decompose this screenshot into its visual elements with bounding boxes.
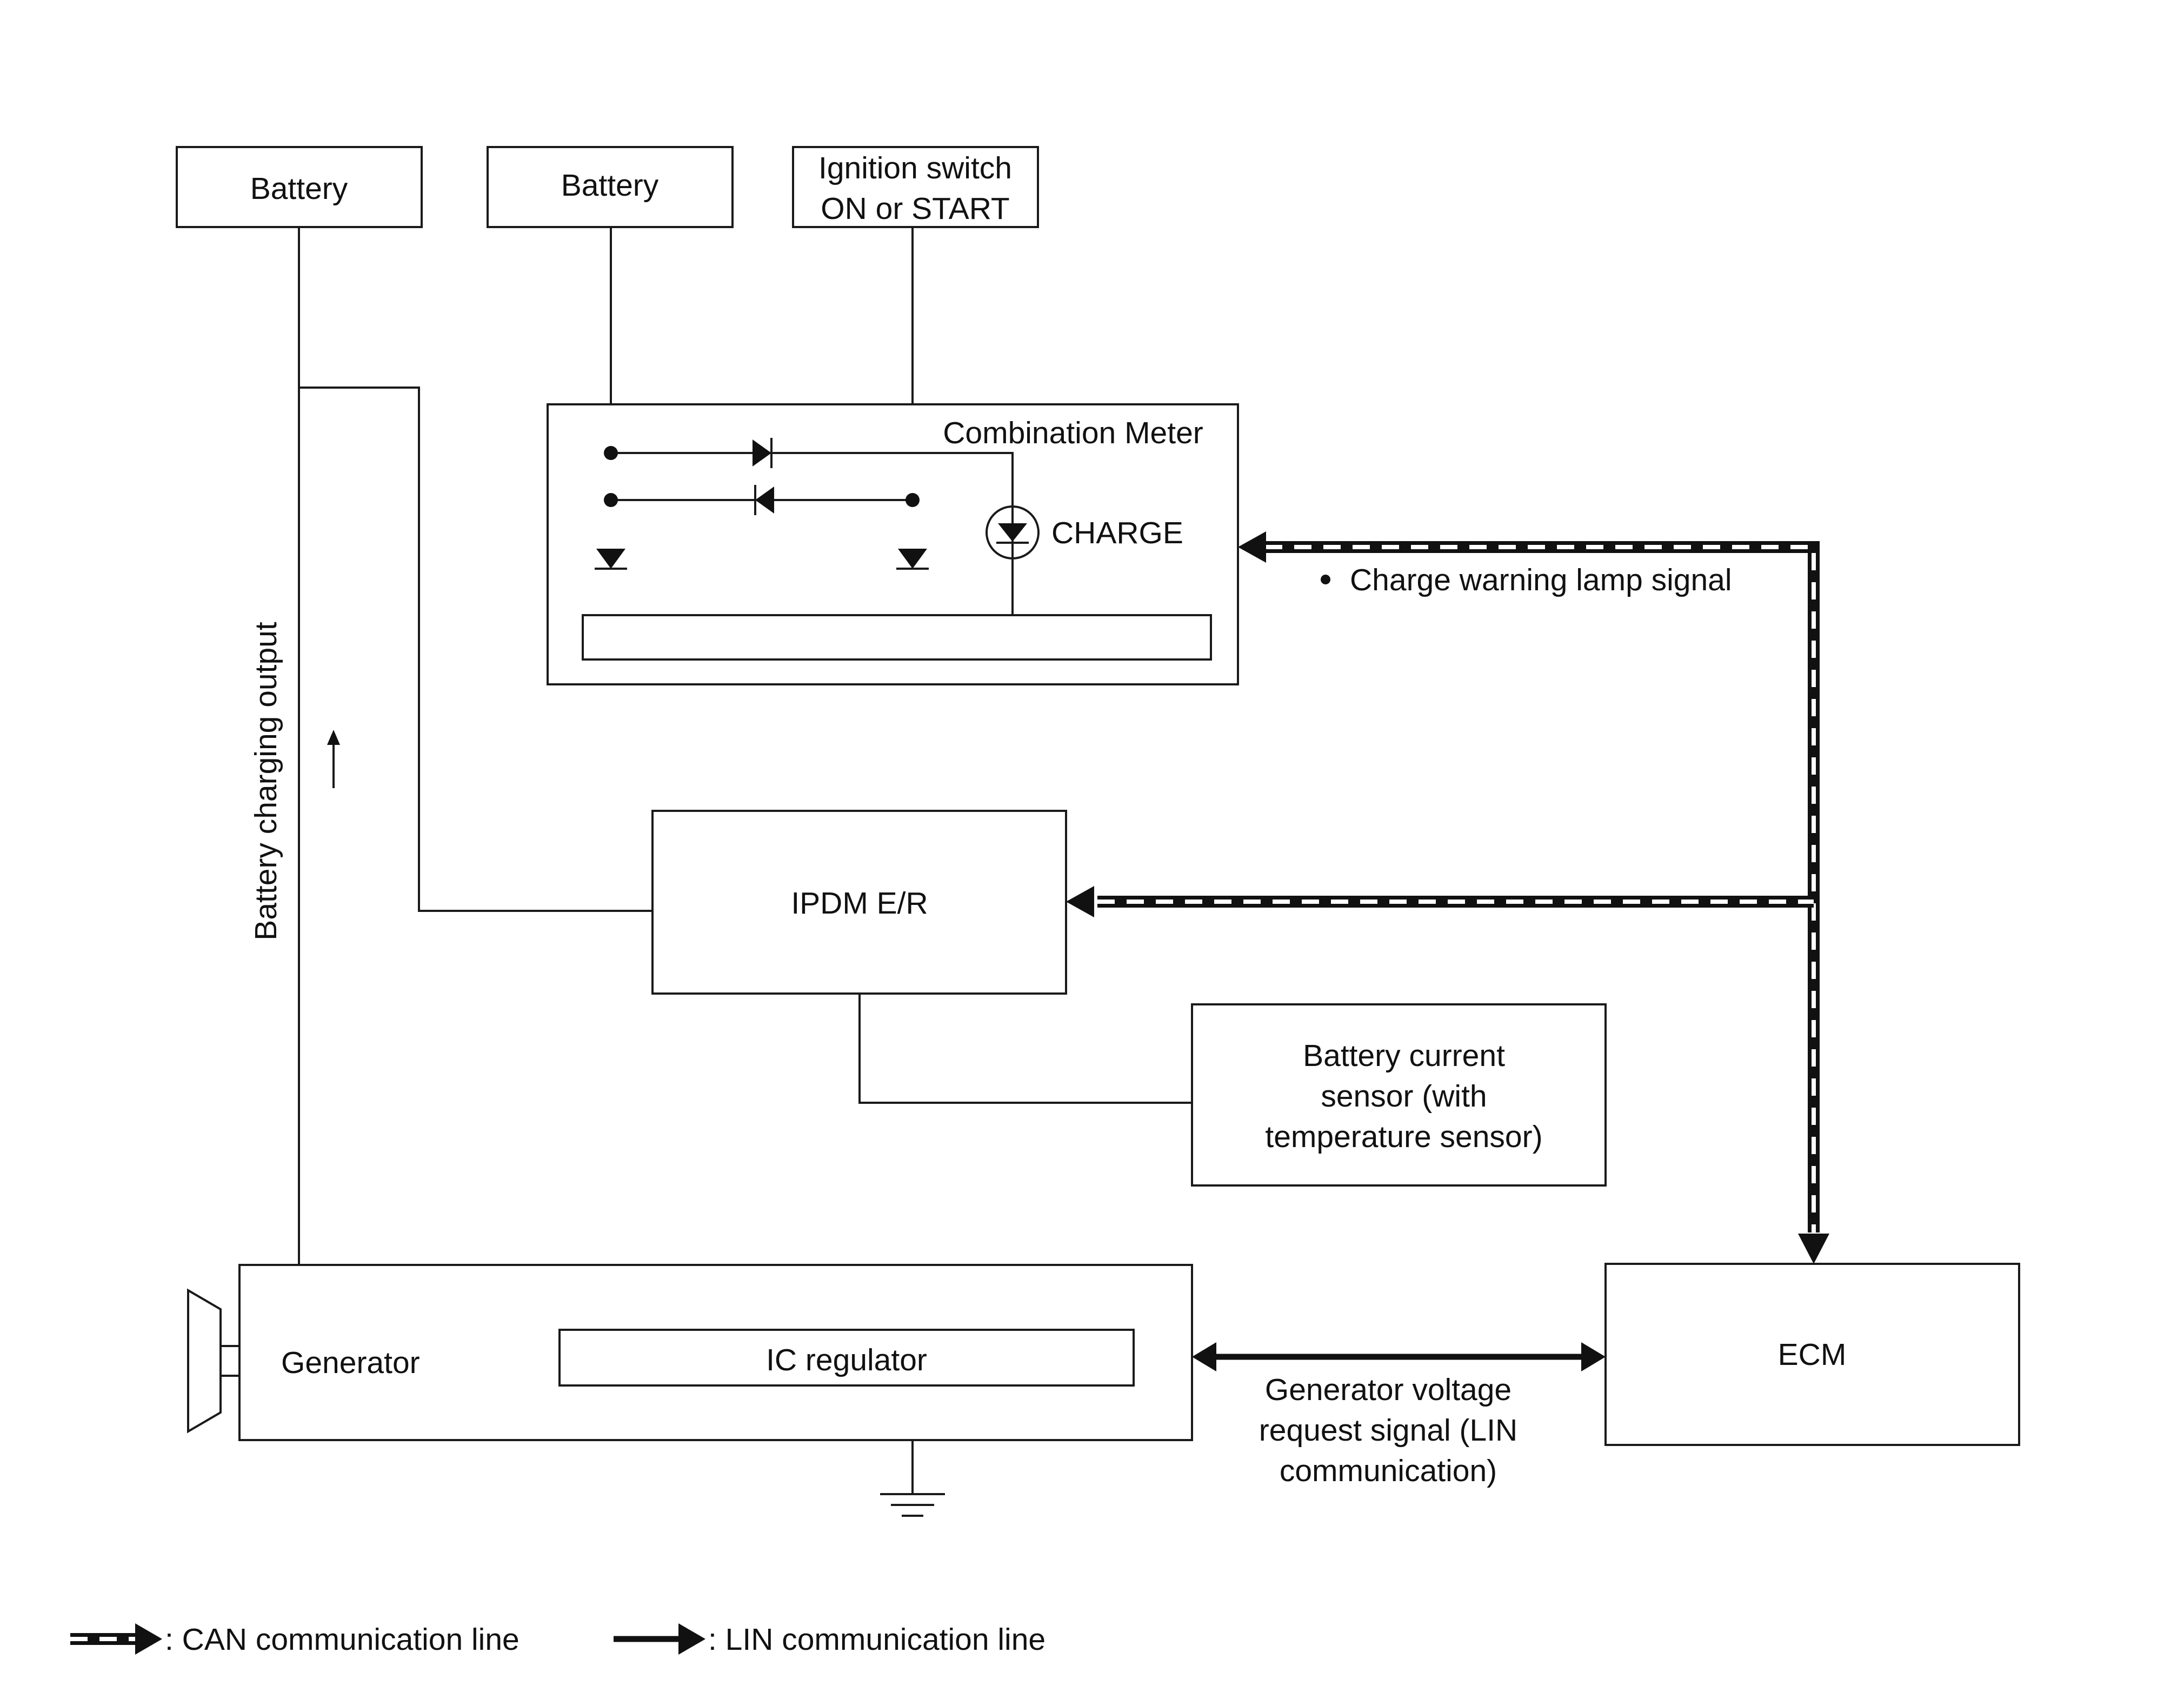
charging-direction-arrow-icon	[327, 730, 340, 788]
diode-icon	[753, 438, 773, 468]
battery-current-sensor-box: Battery current sensor (with temperature…	[1191, 1003, 1607, 1187]
meter-upper-diode-wire	[611, 452, 1014, 615]
junction-dot	[905, 493, 920, 507]
ipdm-sensor-wire	[858, 994, 1192, 1104]
diode-icon	[896, 549, 929, 570]
bullet-icon	[1321, 575, 1330, 584]
ic-regulator-box	[558, 1329, 1135, 1387]
ignition-switch-box: Ignition switch ON or START	[792, 146, 1039, 228]
legend-can-symbol-icon	[70, 1623, 162, 1655]
charge-warning-signal-label: Charge warning lamp signal	[1350, 563, 1732, 597]
battery-charging-output-label: Battery charging output	[249, 622, 283, 941]
sensor-label-line1: Battery current	[1303, 1038, 1505, 1073]
generator-voltage-label-line3: communication)	[1280, 1454, 1497, 1488]
can-arrowhead-ipdm	[1066, 886, 1094, 917]
battery-label-1: Battery	[250, 171, 348, 206]
generator-pulley-icon	[187, 1288, 239, 1434]
meter-internal-bus	[582, 614, 1212, 661]
ecm-box: ECM	[1604, 1263, 2020, 1446]
generator-label: Generator	[281, 1345, 420, 1380]
lin-bus-line	[1192, 1342, 1606, 1371]
sensor-label-line3: temperature sensor)	[1265, 1120, 1542, 1154]
legend: : CAN communication line : LIN communica…	[70, 1622, 1046, 1657]
diode-icon	[754, 485, 774, 515]
diode-icon	[595, 549, 627, 570]
junction-dot	[604, 446, 618, 460]
generator-box: Generator IC regulator	[238, 1264, 1193, 1441]
ipdm-box: IPDM E/R	[651, 810, 1067, 995]
sensor-label-line2: sensor (with	[1321, 1079, 1487, 1114]
battery-label-2: Battery	[561, 168, 659, 203]
generator-voltage-label-line2: request signal (LIN	[1259, 1413, 1517, 1448]
legend-lin-symbol-icon	[614, 1623, 705, 1655]
legend-lin-label: : LIN communication line	[708, 1622, 1046, 1657]
battery-box-1: Battery	[176, 146, 423, 228]
ic-regulator-label: IC regulator	[766, 1343, 927, 1377]
junction-dot	[604, 493, 618, 507]
ground-icon	[880, 1493, 945, 1517]
ipdm-label: IPDM E/R	[791, 886, 928, 921]
can-bus-lines	[1066, 531, 1829, 1264]
battery-box-2: Battery	[487, 146, 734, 228]
charge-lamp-label: CHARGE	[1051, 516, 1183, 550]
combination-meter-box: Combination Meter	[547, 403, 1239, 685]
charge-lamp-icon	[986, 505, 1040, 559]
ecm-label: ECM	[1778, 1337, 1847, 1372]
can-arrowhead-meter	[1238, 531, 1266, 563]
combination-meter-label: Combination Meter	[943, 416, 1203, 450]
can-arrowhead-ecm	[1798, 1234, 1829, 1264]
legend-can-label: : CAN communication line	[165, 1622, 520, 1657]
ignition-switch-label-line1: Ignition switch	[818, 151, 1012, 185]
generator-voltage-label-line1: Generator voltage	[1265, 1372, 1512, 1407]
ignition-switch-label-line2: ON or START	[821, 191, 1009, 226]
battery1-ipdm-wire	[299, 387, 652, 912]
